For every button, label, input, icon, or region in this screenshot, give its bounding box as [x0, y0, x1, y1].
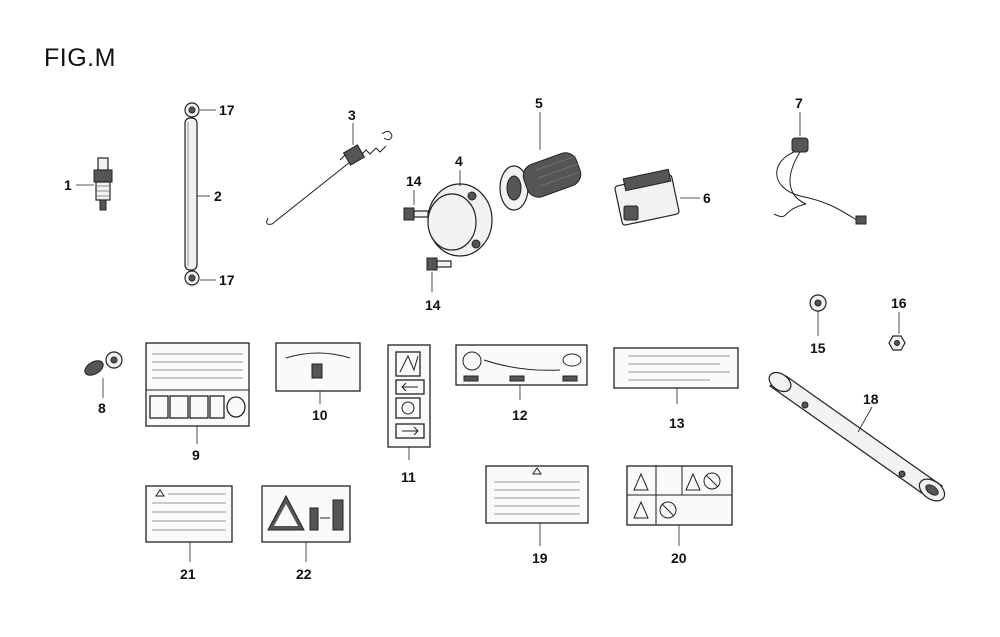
callout-17-bottom: 17	[219, 272, 235, 288]
callout-15: 15	[810, 340, 826, 356]
callout-3: 3	[348, 107, 356, 123]
part-2-rod	[184, 117, 210, 271]
callout-4: 4	[455, 153, 463, 169]
callout-12: 12	[512, 407, 528, 423]
part-3-spring-rod	[266, 123, 393, 225]
part-12-throttle-label	[455, 344, 588, 400]
part-11-vertical-label	[387, 344, 431, 460]
callout-14-upper: 14	[406, 173, 422, 189]
callout-11: 11	[401, 469, 416, 485]
part-6-switch	[614, 168, 700, 226]
part-5-grip	[499, 112, 582, 211]
callout-8: 8	[98, 400, 106, 416]
part-16-nut	[888, 312, 906, 351]
part-14-bolt-upper	[403, 190, 429, 221]
callout-6: 6	[703, 190, 711, 206]
callout-19: 19	[532, 550, 548, 566]
part-19-label	[485, 465, 589, 546]
callout-20: 20	[671, 550, 687, 566]
part-20-pictogram-label	[626, 465, 733, 546]
callout-2: 2	[214, 188, 222, 204]
callout-22: 22	[296, 566, 312, 582]
part-9-warning-label	[145, 342, 250, 444]
callout-14-lower: 14	[425, 297, 441, 313]
callout-16: 16	[891, 295, 907, 311]
callout-7: 7	[795, 95, 803, 111]
part-22-safety-label	[261, 485, 351, 562]
callout-10: 10	[312, 407, 328, 423]
part-13-info-label	[613, 347, 739, 404]
callout-21: 21	[180, 566, 196, 582]
figure-title: FIG.M	[44, 44, 116, 72]
callout-1: 1	[64, 177, 72, 193]
part-21-label	[145, 485, 233, 562]
part-15-washer	[809, 294, 827, 336]
part-8-clip	[84, 351, 123, 398]
callout-13: 13	[669, 415, 685, 431]
callout-18: 18	[863, 391, 879, 407]
part-4-cover	[427, 170, 493, 257]
part-10-gauge-label	[275, 342, 361, 404]
part-1-spark-plug	[76, 157, 113, 211]
part-18-box-wrench	[768, 371, 946, 502]
part-17-cap-bottom	[184, 270, 216, 286]
callout-17-top: 17	[219, 102, 235, 118]
part-17-cap-top	[184, 102, 216, 118]
callout-9: 9	[192, 447, 200, 463]
callout-5: 5	[535, 95, 543, 111]
part-7-wire-harness	[773, 112, 867, 225]
part-14-bolt-lower	[426, 257, 452, 292]
